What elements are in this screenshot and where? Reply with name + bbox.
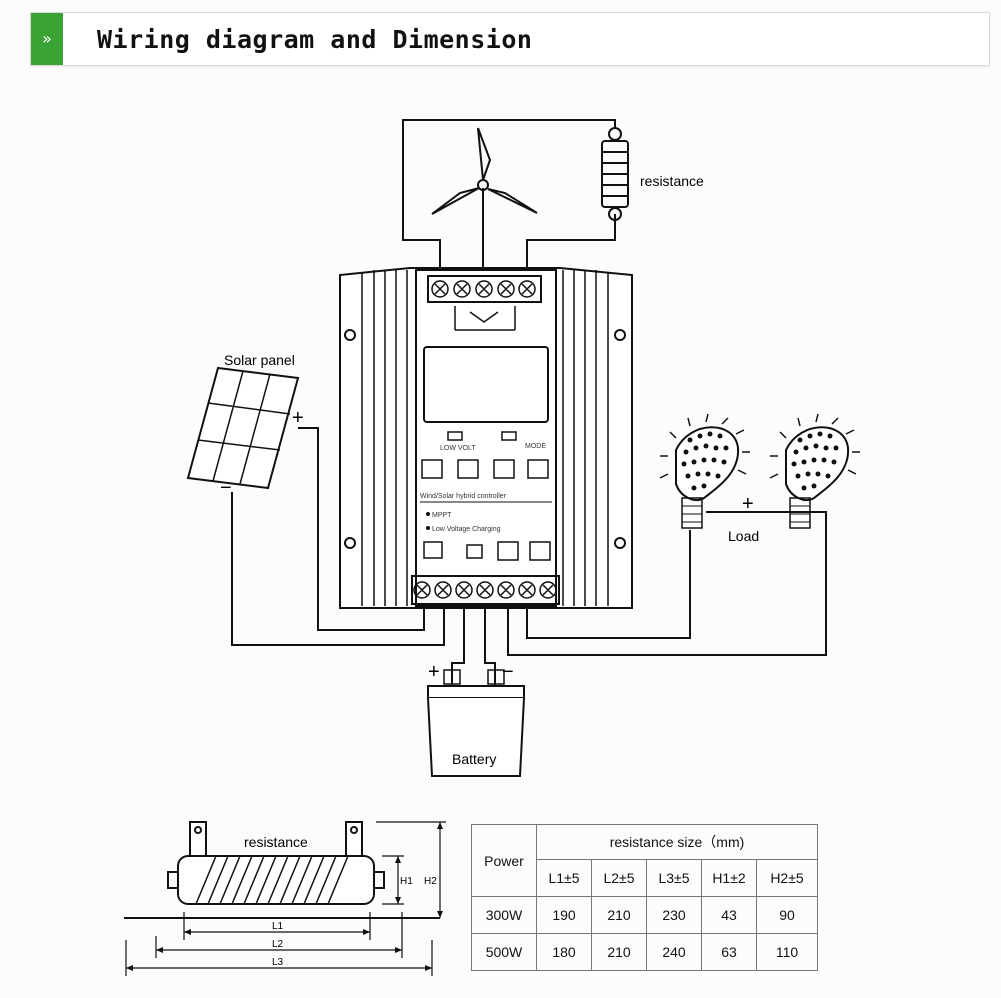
solar-panel-icon bbox=[186, 366, 300, 490]
plus-sign: + bbox=[742, 493, 754, 515]
dim-l3-label: L3 bbox=[272, 957, 284, 968]
controller-button bbox=[493, 459, 515, 479]
table-cell: 90 bbox=[756, 896, 818, 934]
page-title: Wiring diagram and Dimension bbox=[97, 25, 533, 54]
column-header: L3±5 bbox=[646, 859, 702, 897]
lcd-screen bbox=[423, 346, 549, 423]
controller-button bbox=[421, 459, 443, 479]
table-row: 300W 190 210 230 43 90 bbox=[471, 896, 818, 934]
controller-small-text: LOW VOLT bbox=[440, 445, 476, 452]
table-cell: 210 bbox=[591, 896, 647, 934]
plus-sign: + bbox=[428, 661, 440, 683]
power-cell: 300W bbox=[471, 896, 537, 934]
battery-wire-positive bbox=[451, 604, 465, 688]
load-wire-1 bbox=[526, 530, 691, 639]
solar-panel-label: Solar panel bbox=[224, 352, 295, 368]
resistance-label: resistance bbox=[640, 173, 704, 189]
chevron-right-icon: » bbox=[31, 13, 63, 65]
dim-h1-label: H1 bbox=[400, 876, 413, 887]
dim-l2-label: L2 bbox=[272, 939, 284, 950]
load-bulb-icon bbox=[659, 413, 750, 529]
column-header: L2±5 bbox=[591, 859, 647, 897]
controller-button bbox=[457, 459, 479, 479]
table-cell: 180 bbox=[536, 933, 592, 971]
turbine-wire-right bbox=[526, 214, 616, 270]
indicator-text: MPPT bbox=[432, 512, 452, 519]
resistance-size-table: Power resistance size（mm) L1±5 L2±5 L3±5… bbox=[471, 824, 818, 971]
controller-face-text: Wind/Solar hybrid controller bbox=[420, 493, 507, 500]
column-header: H2±5 bbox=[756, 859, 818, 897]
battery-icon bbox=[427, 669, 525, 777]
battery-label: Battery bbox=[452, 751, 496, 767]
dim-h2-label: H2 bbox=[424, 876, 437, 887]
dim-resistance-label: resistance bbox=[244, 834, 308, 850]
wind-turbine-icon bbox=[431, 127, 538, 270]
plus-sign: + bbox=[292, 407, 304, 429]
group-header: resistance size（mm) bbox=[536, 824, 818, 860]
controller-small-text: MODE bbox=[525, 443, 546, 450]
power-cell: 500W bbox=[471, 933, 537, 971]
minus-sign: − bbox=[220, 477, 232, 499]
table-cell: 230 bbox=[646, 896, 702, 934]
dim-l1-label: L1 bbox=[272, 921, 284, 932]
turbine-wire-left bbox=[402, 119, 616, 270]
controller-body bbox=[339, 267, 633, 609]
table-cell: 43 bbox=[701, 896, 757, 934]
resistor-dimension-drawing bbox=[124, 821, 446, 976]
load-wire-2 bbox=[507, 511, 827, 656]
table-cell: 110 bbox=[756, 933, 818, 971]
table-cell: 190 bbox=[536, 896, 592, 934]
load-bulb-icon bbox=[769, 413, 860, 529]
battery-wire-negative bbox=[484, 604, 496, 688]
section-header: » Wiring diagram and Dimension bbox=[30, 12, 990, 66]
bulb-dots bbox=[681, 431, 839, 491]
resistor-icon bbox=[601, 127, 629, 221]
table-cell: 210 bbox=[591, 933, 647, 971]
table-cell: 240 bbox=[646, 933, 702, 971]
column-header: L1±5 bbox=[536, 859, 592, 897]
power-header: Power bbox=[471, 824, 537, 897]
solar-wire-negative bbox=[231, 492, 445, 646]
solar-wire-positive bbox=[298, 427, 425, 631]
column-header: H1±2 bbox=[701, 859, 757, 897]
minus-sign: − bbox=[502, 661, 514, 683]
table-cell: 63 bbox=[701, 933, 757, 971]
indicator-text: Low Voltage Charging bbox=[432, 526, 501, 533]
controller-button bbox=[527, 459, 549, 479]
load-label: Load bbox=[728, 528, 759, 544]
table-row: 500W 180 210 240 63 110 bbox=[471, 933, 818, 971]
